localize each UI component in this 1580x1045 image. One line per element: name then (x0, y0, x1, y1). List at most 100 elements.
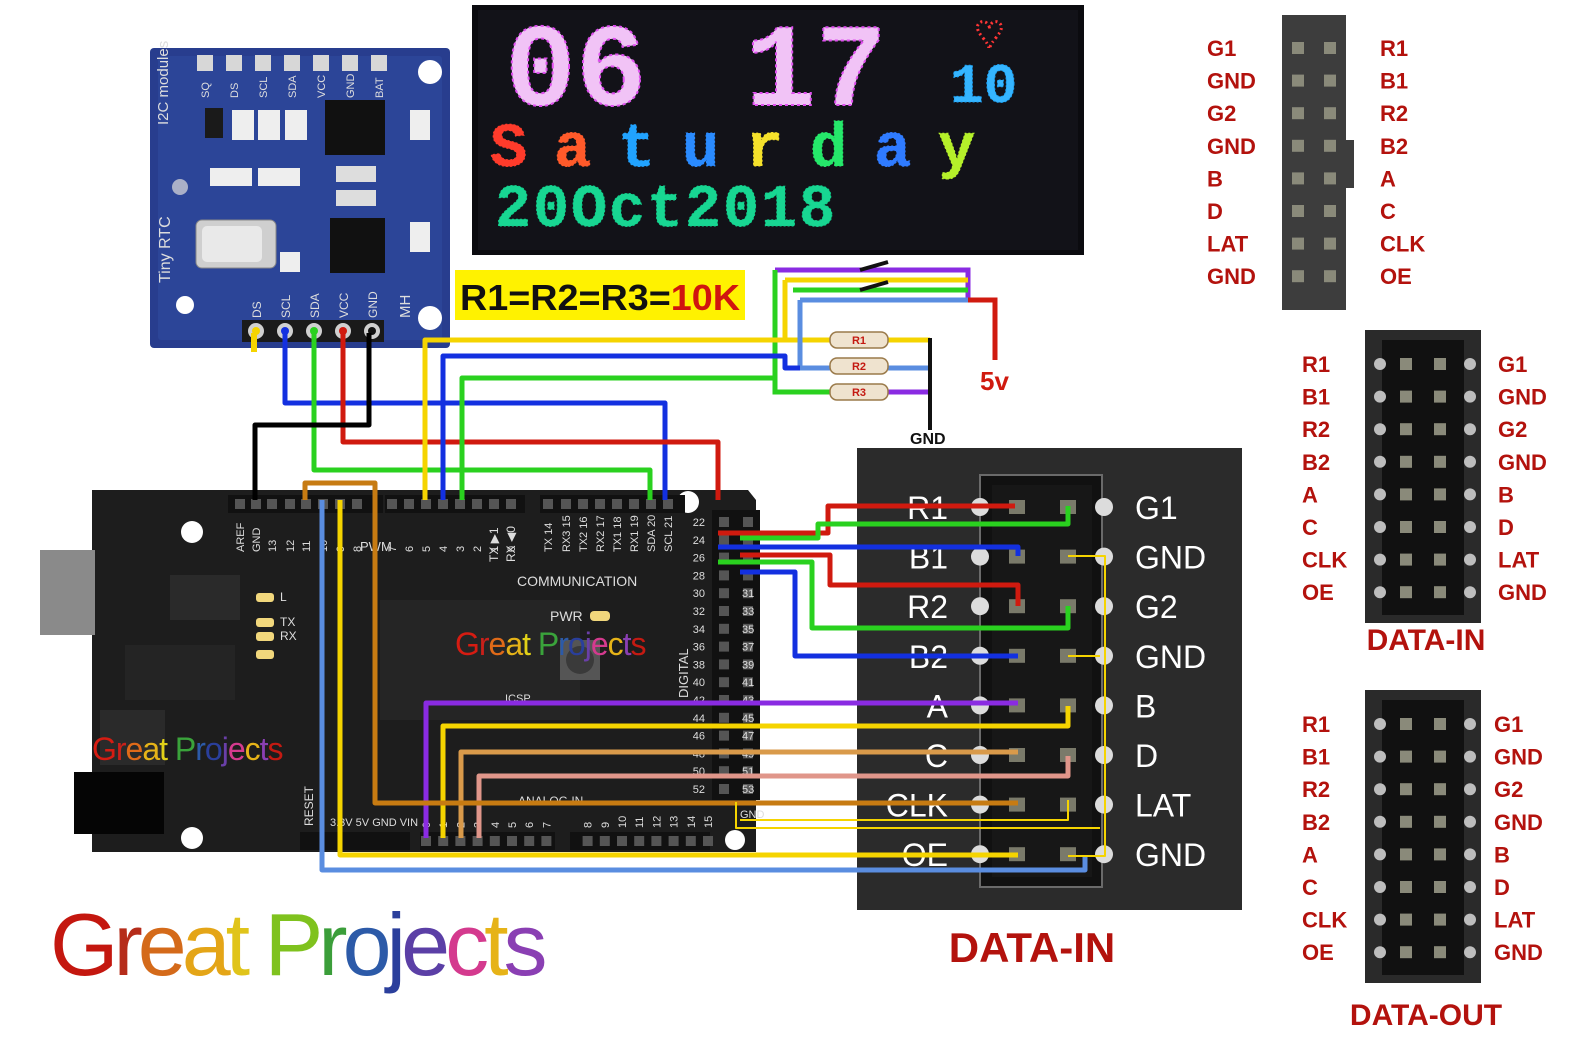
right-header-label: 40 (693, 677, 705, 689)
header-pin (646, 499, 656, 509)
connector-notch (1374, 848, 1386, 861)
header-pin (743, 712, 753, 723)
rtc-top-pin (371, 55, 387, 71)
connector-pin (1400, 521, 1412, 533)
digital-pin-label: AREF (235, 522, 247, 552)
digital-pin-label: TX2 16 (578, 517, 590, 552)
connector-left-label: OE (1302, 940, 1334, 965)
digital-pin-label: 6 (404, 546, 416, 552)
header-pin (455, 836, 466, 846)
brand-logo-letter: G (50, 895, 113, 994)
led-day-letter: r (746, 114, 783, 185)
digital-pin-label: 2 (472, 546, 484, 552)
reset-button[interactable] (566, 646, 594, 674)
led-seconds: 10 (950, 55, 1017, 119)
resistor-note: R1=R2=R3=10K (455, 270, 745, 320)
header-pin (438, 836, 449, 846)
right-header-label: 38 (693, 659, 705, 671)
connector-pin (1324, 205, 1336, 217)
connector-left-label: C (925, 738, 948, 774)
header-pin (251, 499, 261, 509)
label-pwr: PWR (550, 608, 583, 624)
connector-left-label: A (927, 688, 949, 724)
connector-notch (1464, 488, 1476, 501)
connector-pin (1292, 205, 1304, 217)
connector-left-label: OE (1302, 580, 1334, 605)
connector-left-label: CLK (1302, 908, 1347, 933)
led-day-letter: S (490, 114, 527, 185)
header-pin (438, 499, 448, 509)
connector-left-label: CLK (1302, 548, 1347, 573)
connector-right-label: CLK (1380, 232, 1425, 257)
header-pin (651, 836, 662, 846)
usb-connector (40, 550, 95, 635)
header-pin (743, 641, 753, 652)
connector-pin (1434, 455, 1446, 468)
resistor-body (829, 383, 889, 401)
rtc-chip-u3 (325, 100, 385, 155)
onboard-led (256, 650, 274, 659)
connector-notch (1095, 498, 1113, 516)
connector-right-label: D (1498, 515, 1514, 540)
connector-left-label: R2 (1302, 777, 1330, 802)
label-digital: DIGITAL (676, 648, 691, 698)
connector-right-label: G2 (1135, 589, 1178, 625)
connector-pin (1324, 42, 1336, 54)
header-pin (617, 836, 627, 846)
analog-pin-label: 10 (617, 816, 629, 828)
header-pin (743, 623, 753, 634)
rtc-bottom-pin-label: SCL (279, 294, 293, 318)
wire-scl (282, 333, 668, 500)
header-pin (387, 499, 397, 509)
data-in-caption: DATA-IN (949, 924, 1115, 971)
connector-left-label: CLK (886, 788, 948, 824)
connector-pin (1434, 881, 1446, 893)
label-power-row: 3.3V 5V GND VIN (330, 817, 418, 829)
right-header-label: 30 (693, 588, 705, 600)
brand-logo-letter (245, 895, 264, 994)
connector-right-label: GND (1494, 940, 1543, 965)
rtc-chip-u2 (330, 218, 385, 273)
digital-pin-label: SDA 20 (646, 515, 658, 552)
digital-pin-label: RX1 19 (629, 515, 641, 552)
connector-pin (1324, 74, 1336, 87)
connector-notch (1464, 423, 1476, 436)
connector-notch (1374, 390, 1386, 403)
brand-logo-letter: o (343, 895, 389, 994)
connector-pin (1292, 74, 1304, 87)
connector-left-label: B2 (1302, 810, 1330, 835)
resistor-body (829, 331, 889, 349)
header-pin (578, 499, 588, 509)
header-pin (524, 836, 535, 846)
rtc-top-pin (313, 55, 329, 71)
header-pin (472, 836, 483, 846)
right-header-label: 53 (742, 784, 754, 796)
connector-left-label: R1 (1302, 352, 1330, 377)
connector-notch (1374, 718, 1386, 730)
header-pin (719, 659, 729, 670)
connector-pin (1060, 847, 1076, 862)
connector-left-label: LAT (1207, 232, 1249, 257)
watermark-board-1: Great Projects (455, 626, 647, 662)
analog-pin-label: 5 (507, 822, 519, 828)
led-day-letter: u (682, 114, 719, 185)
header-pin (743, 695, 753, 705)
connector-right-label: GND (1135, 837, 1206, 873)
rtc-bottom-pin-label: GND (366, 291, 380, 318)
rtc-top-pin (255, 55, 271, 71)
connector-notch (971, 597, 989, 616)
connector-pin (1324, 107, 1336, 120)
right-header-label: 41 (742, 677, 754, 689)
connector-right-label: GND (1135, 540, 1206, 576)
header-pin (719, 695, 729, 705)
connector-notch (1464, 586, 1476, 599)
connector-left-label: R2 (1302, 417, 1330, 442)
connector-notch (1374, 586, 1386, 599)
connector-pin (1009, 599, 1025, 614)
connector-pin (1400, 390, 1412, 403)
right-header-label: 26 (693, 553, 705, 565)
